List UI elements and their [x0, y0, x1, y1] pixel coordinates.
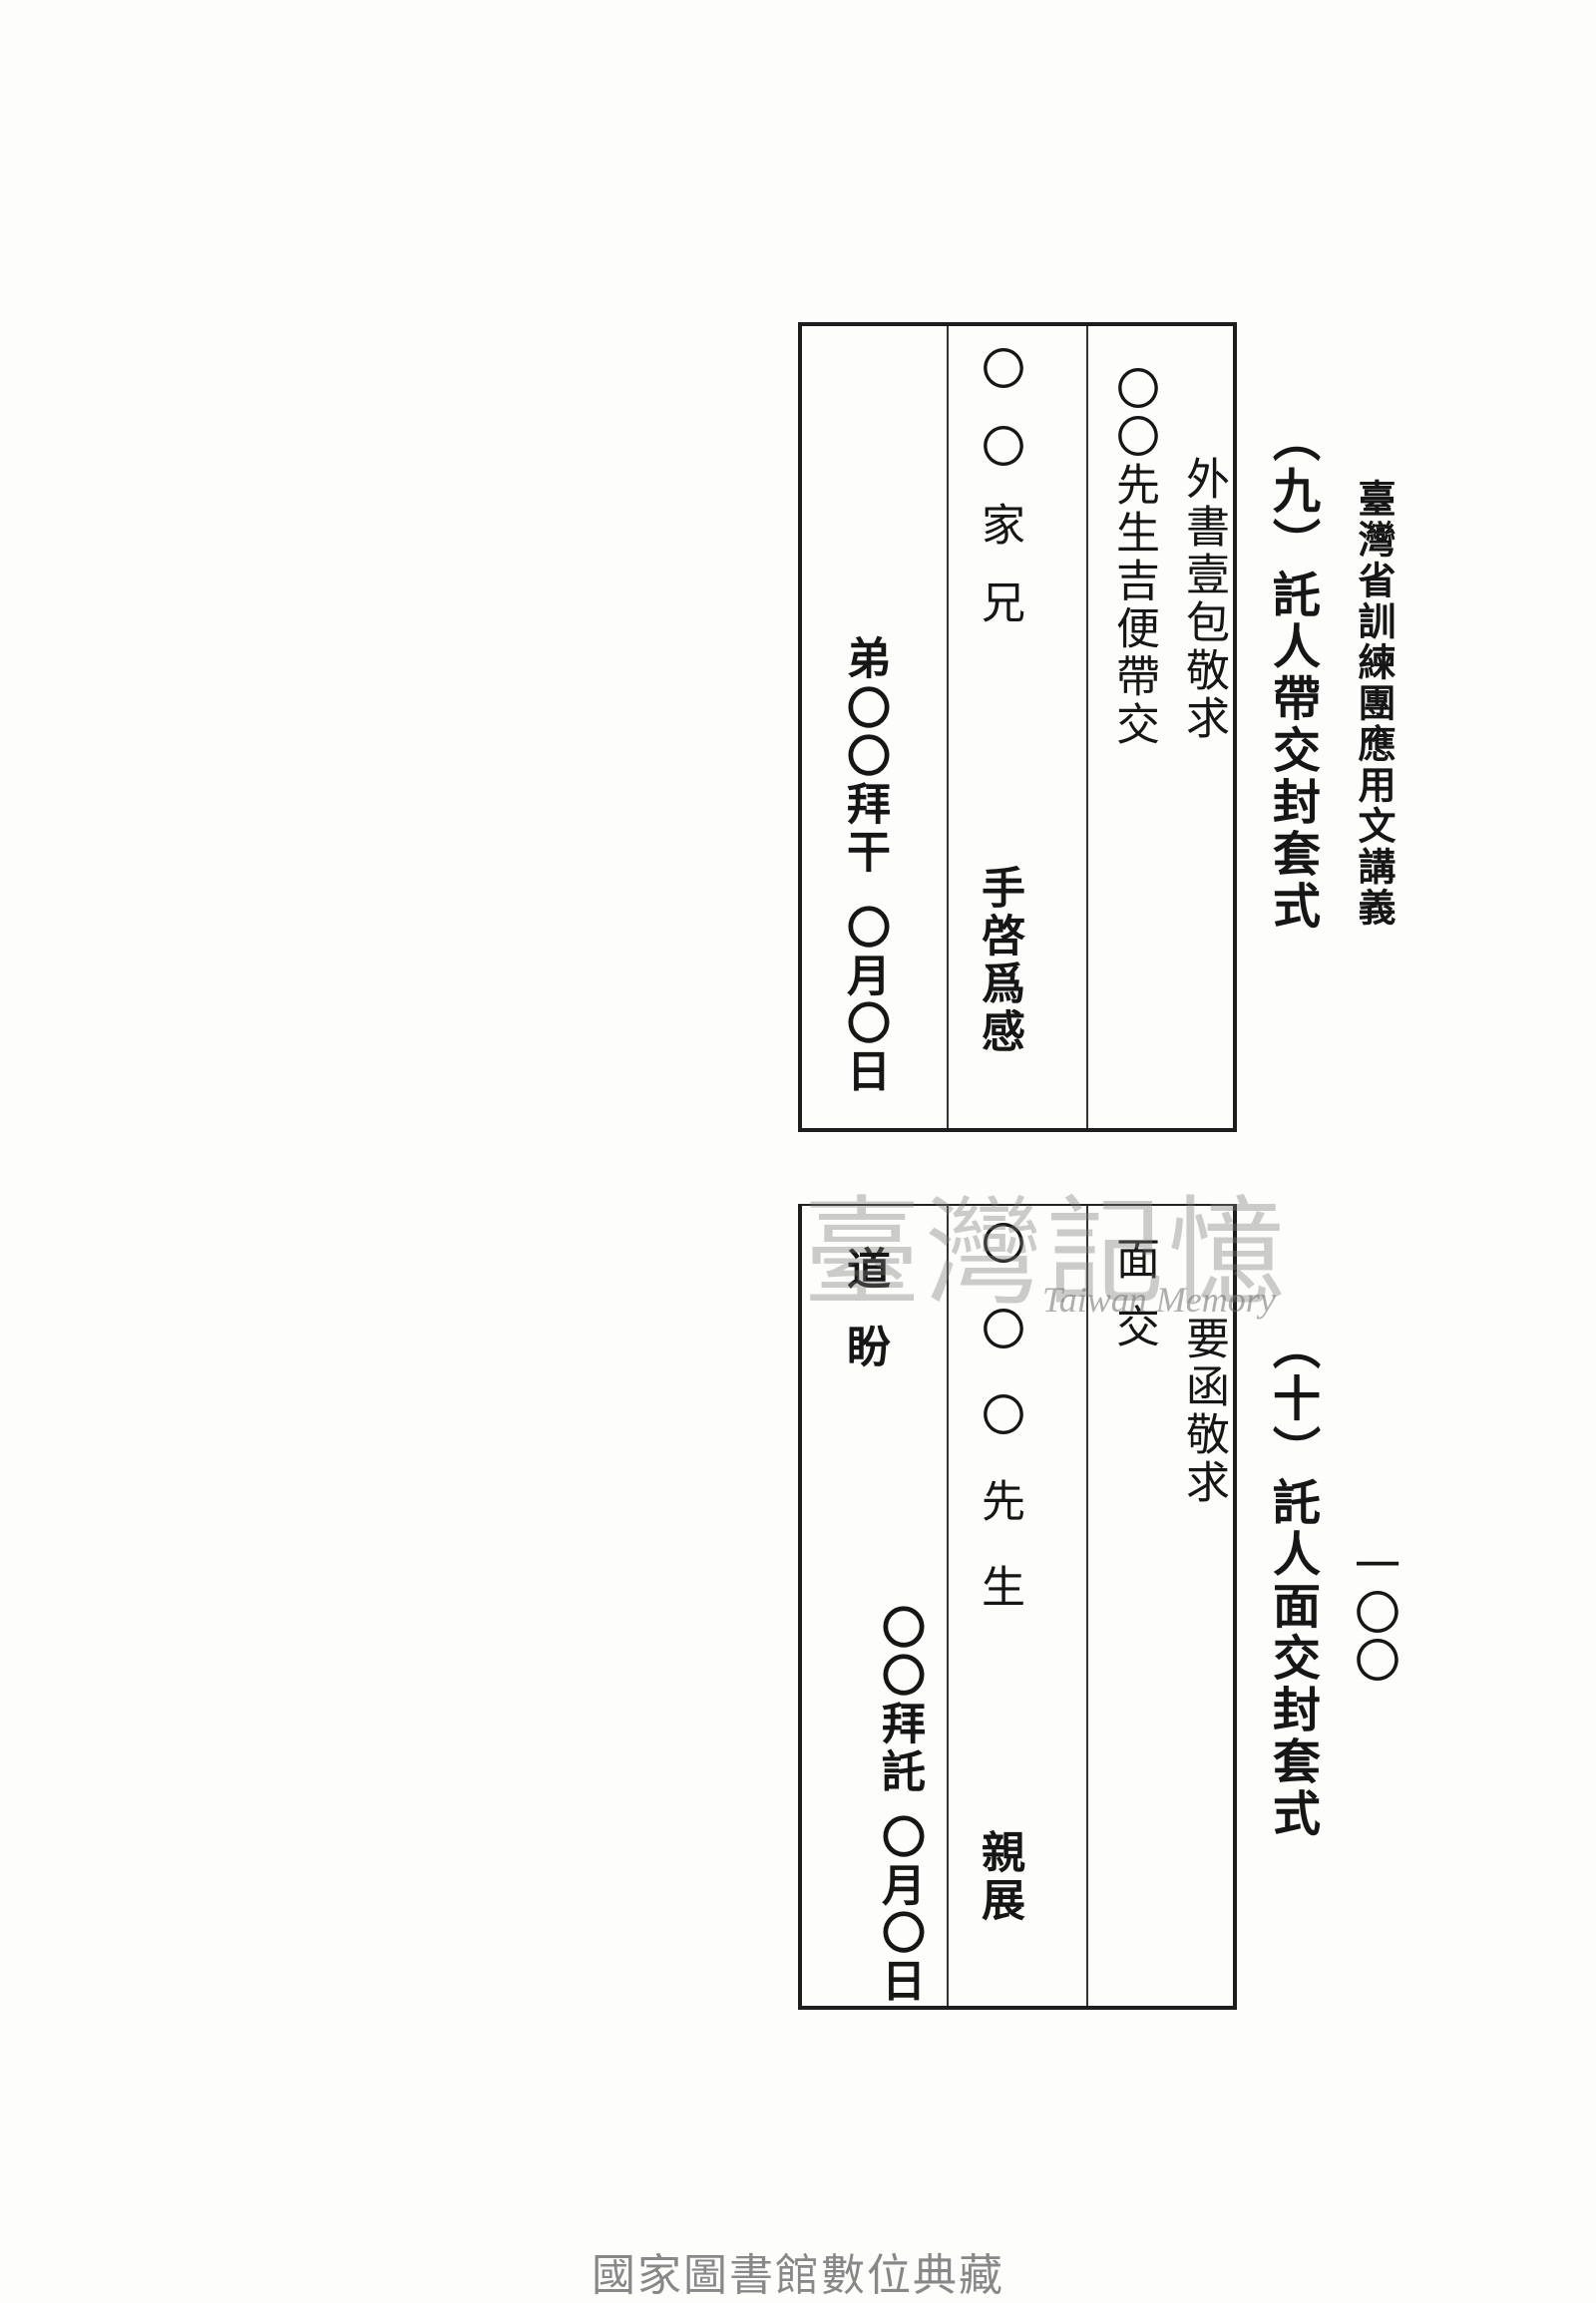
envelope-line-closing: 手啓爲感 — [974, 865, 1024, 1056]
watermark-subtext: Taiwan Memory — [1042, 1280, 1276, 1320]
envelope-line-recipient: 〇〇先生吉便帶交 — [1108, 366, 1159, 749]
watermark-logo: 臺灣記憶 — [803, 1184, 1291, 1322]
envelope-sender-label: 弟 — [839, 635, 890, 683]
envelope-sender-sign: 〇〇拜託 — [874, 1605, 925, 1796]
envelope-format-10: 要函敬求 面交 〇〇〇先生 親展 道盼 〇〇拜託 〇月〇日 — [798, 1204, 1237, 2010]
column-divider — [947, 326, 949, 1128]
book-header: 臺灣省訓練團應用文講義 — [1352, 479, 1396, 929]
column-divider — [947, 1206, 949, 2006]
archive-footer: 國家圖書館數位典藏 — [592, 2250, 1004, 2301]
envelope-line-closing: 親展 — [974, 1829, 1024, 1925]
envelope-line-handover: 面交 — [1108, 1236, 1159, 1371]
section-9-title: （九）託人帶交封套式 — [1264, 414, 1320, 933]
envelope-line-expect: 道盼 — [839, 1246, 890, 1401]
column-divider — [1086, 326, 1088, 1128]
envelope-line-name: 〇〇家兄 — [974, 346, 1024, 657]
envelope-date: 〇月〇日 — [874, 1814, 925, 2006]
envelope-line-request: 外書壹包敬求 — [1178, 456, 1229, 743]
envelope-line-name: 〇〇〇先生 — [974, 1221, 1024, 1650]
envelope-date: 〇月〇日 — [839, 905, 890, 1096]
envelope-line-request: 要函敬求 — [1178, 1316, 1229, 1507]
envelope-format-9: 外書壹包敬求 〇〇先生吉便帶交 〇〇家兄 手啓爲感 弟 〇〇拜干 〇月〇日 — [798, 322, 1237, 1132]
column-divider — [1086, 1206, 1088, 2006]
section-10-title: （十）託人面交封套式 — [1264, 1322, 1320, 1840]
envelope-sender-sign: 〇〇拜干 — [839, 685, 890, 877]
page-number: 一〇〇 — [1348, 1541, 1401, 1685]
